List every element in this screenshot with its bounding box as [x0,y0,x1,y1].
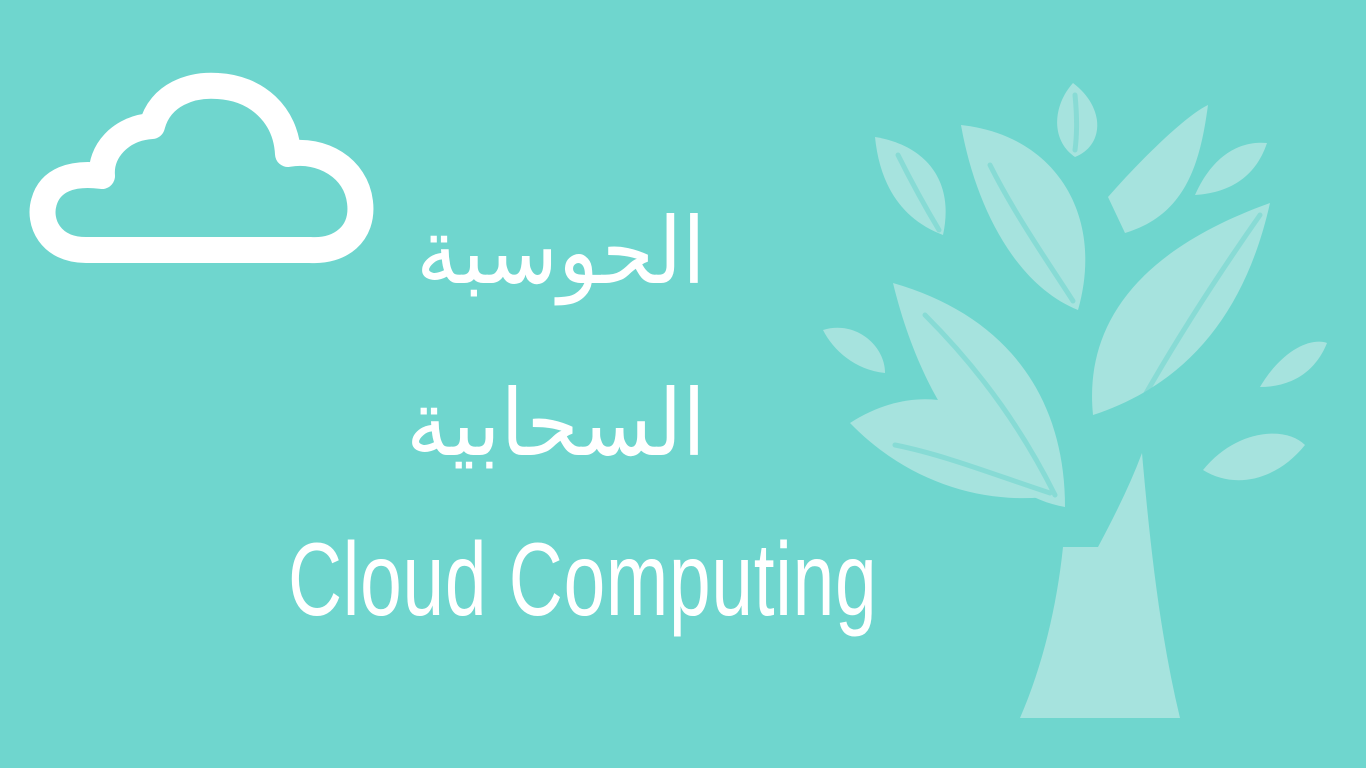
tree-illustration [823,83,1327,718]
title-english: Cloud Computing [288,522,878,638]
cloud-icon [29,72,374,264]
title-arabic-line-2: السحابية [406,370,706,477]
title-arabic-line-1: الحوسبة [416,198,706,305]
